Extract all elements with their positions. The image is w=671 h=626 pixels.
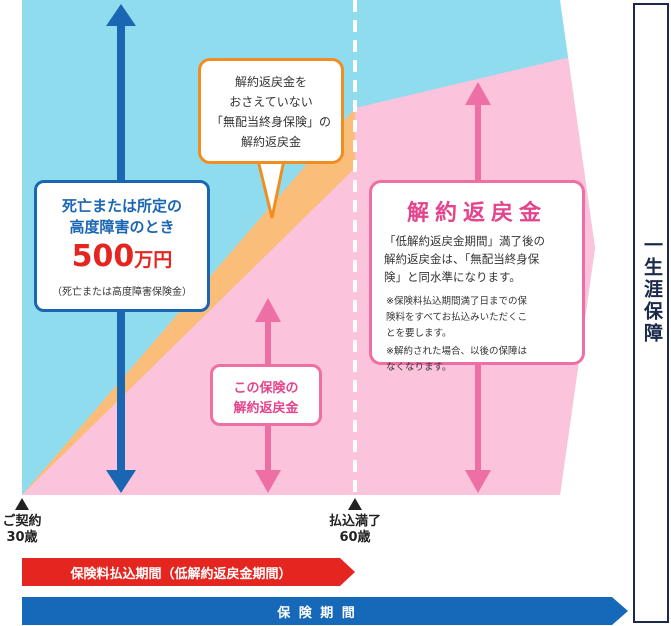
contract-start-line2: 30歳 bbox=[6, 530, 38, 545]
death-benefit-amount: 500万円 bbox=[37, 239, 207, 274]
refund-note1-line3: とを要します。 bbox=[386, 328, 452, 339]
lifetime-box bbox=[633, 3, 669, 623]
premium-period-label: 保険料払込期間（低解約返戻金期間） bbox=[70, 567, 292, 582]
refund-body-line1: 「低解約返戻金期間」満了後の bbox=[384, 234, 545, 248]
payment-end-marker bbox=[348, 498, 362, 510]
payment-end-line2: 60歳 bbox=[339, 530, 371, 545]
callout-line2: おさえていない bbox=[229, 95, 313, 109]
this-refund-arrow-head-top bbox=[255, 298, 281, 322]
refund-note1-line1: ※保険料払込期間満了日までの保 bbox=[386, 296, 527, 307]
refund-note2-line2: なくなります。 bbox=[386, 362, 452, 373]
contract-marker bbox=[15, 498, 29, 510]
death-amount-number: 500 bbox=[71, 239, 135, 274]
death-box-line2: 高度障害のとき bbox=[69, 218, 175, 236]
this-policy-line1: この保険の bbox=[233, 381, 299, 396]
coverage-period-band bbox=[22, 597, 628, 625]
refund-note1-line2: 険料をすべてお払込みいただくこ bbox=[386, 312, 528, 323]
payment-end-label: 払込満了 60歳 bbox=[319, 514, 391, 546]
after-refund-arrow-head-bottom bbox=[465, 470, 491, 493]
refund-box-title: 解約返戻金 bbox=[406, 201, 547, 226]
refund-body-line2: 解約返戻金は、「無配当終身保 bbox=[384, 252, 540, 266]
lifetime-coverage-label: 一生涯保障 bbox=[641, 235, 663, 345]
contract-start-line1: ご契約 bbox=[2, 514, 42, 529]
premium-period-band bbox=[22, 558, 355, 586]
death-amount-unit: 万円 bbox=[134, 249, 173, 271]
callout-line1: 解約返戻金を bbox=[234, 75, 307, 89]
standard-refund-callout: 解約返戻金を おさえていない 「無配当終身保険」の 解約返戻金 bbox=[198, 58, 344, 164]
death-benefit-box: 死亡または所定の 高度障害のとき 500万円 （死亡または高度障害保険金） bbox=[34, 180, 210, 312]
this-policy-refund-box: この保険の 解約返戻金 bbox=[210, 364, 322, 426]
callout-line3: 「無配当終身保険」の bbox=[210, 115, 331, 129]
refund-note2-line1: ※解約された場合、以後の保障は bbox=[386, 346, 527, 357]
death-benefit-arrow-head-bottom bbox=[106, 470, 136, 493]
this-refund-arrow-head-bottom bbox=[255, 470, 281, 493]
refund-body-line3: 険」と同水準になります。 bbox=[384, 270, 521, 284]
callout-line4: 解約返戻金 bbox=[240, 135, 301, 149]
this-policy-line2: 解約返戻金 bbox=[233, 401, 299, 416]
death-benefit-arrow-head-top bbox=[106, 4, 136, 26]
death-box-note: （死亡または高度障害保険金） bbox=[52, 287, 192, 298]
refund-after-period-box: 解約返戻金 「低解約返戻金期間」満了後の 解約返戻金は、「無配当終身保 険」と同… bbox=[369, 180, 585, 373]
payment-end-line1: 払込満了 bbox=[328, 514, 381, 529]
coverage-period-label: 保 険 期 間 bbox=[277, 606, 357, 621]
after-refund-arrow-head-top bbox=[465, 82, 491, 105]
death-box-line1: 死亡または所定の bbox=[61, 197, 182, 215]
contract-start-label: ご契約 30歳 bbox=[0, 514, 52, 546]
